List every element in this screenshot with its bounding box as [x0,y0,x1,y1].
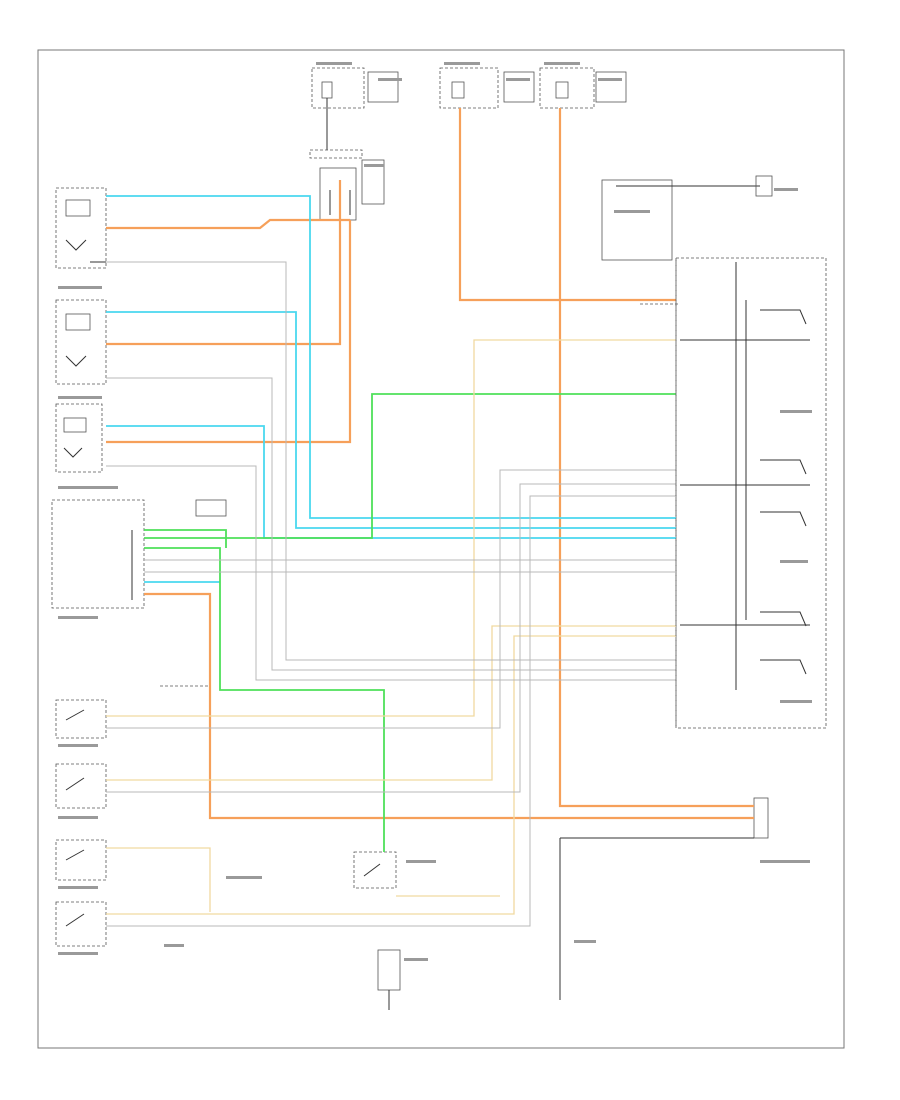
door-switch-right-rear [55,901,107,947]
rear-door-lock-actuator [55,403,103,473]
door-switch-right-front [55,763,107,809]
relay-block-top [319,159,385,221]
gray-wires [106,261,676,927]
fuse-block-right [539,67,627,109]
lock-switch-center [353,851,397,889]
keyless-entry-receiver [559,797,769,1000]
connector-bars [160,258,680,728]
diagram-frame [37,49,845,1049]
label-stubs [58,62,812,961]
left-door-lock-actuator [55,187,107,269]
fuse-block-left [309,67,399,159]
body-control-module [51,499,227,609]
door-switch-left-rear [55,839,107,881]
tan-wires [106,339,676,915]
green-wires [144,393,676,852]
fuse-block-center [439,67,535,109]
ground-module-right [601,175,773,261]
orange-wires [106,108,754,820]
relay-pack-right [675,257,827,729]
cyan-wires [106,195,676,583]
right-door-lock-actuator [55,299,107,385]
door-switch-left-front [55,699,107,739]
ground-point-a [377,949,401,1010]
